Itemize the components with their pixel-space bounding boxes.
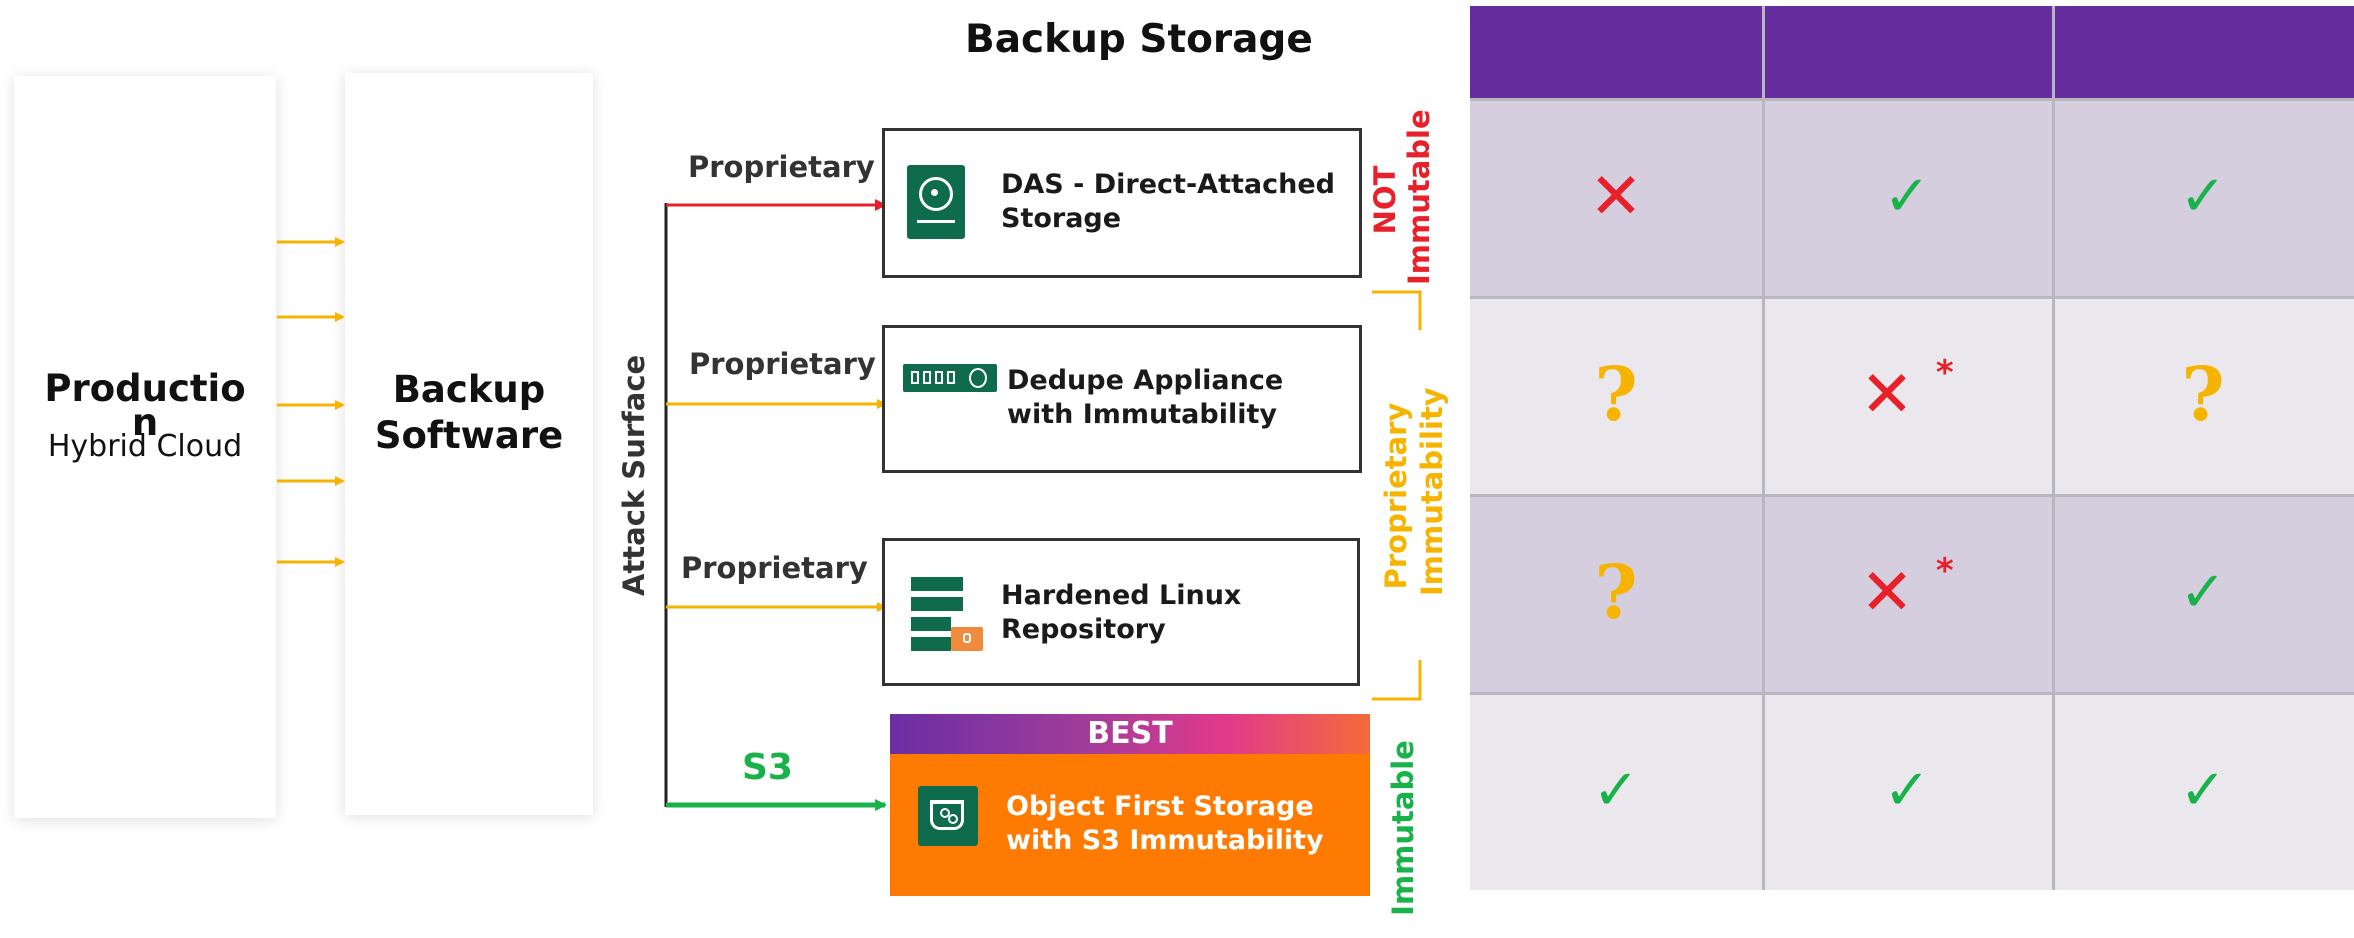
table-row — [1470, 692, 2354, 890]
column-divider — [1762, 6, 1765, 890]
row-divider — [1470, 494, 2354, 497]
row-divider — [1470, 98, 2354, 101]
bucket-icon — [918, 786, 978, 846]
storage-box-linux: Hardened Linux Repository — [882, 538, 1360, 686]
connection-label-linux: Proprietary — [681, 551, 868, 585]
table-cell: ? — [1470, 494, 1762, 692]
table-cell: ✓ — [2052, 692, 2354, 890]
connection-label-s3: S3 — [742, 747, 793, 788]
proprietary-immutability-label: Proprietary Immutability — [1379, 387, 1449, 596]
checkmark-icon: ✓ — [2179, 164, 2227, 229]
row-divider — [1470, 692, 2354, 695]
storage-label-das: DAS - Direct-Attached Storage — [1001, 169, 1335, 234]
checkmark-icon: ✓ — [2179, 560, 2227, 625]
comparison-table: ✕✓✓?✕*??✕*✓✓✓✓ — [1470, 6, 2354, 890]
table-cell: ? — [1470, 296, 1762, 494]
attack-surface-label: Attack Surface — [617, 354, 651, 596]
bracket-top — [1372, 290, 1422, 330]
checkmark-icon: ✓ — [2179, 758, 2227, 823]
table-cell: ✓ — [2052, 494, 2354, 692]
connection-label-das: Proprietary — [688, 150, 875, 184]
best-badge: BEST — [890, 714, 1370, 754]
x-mark-icon: ✕ — [1860, 358, 1914, 432]
backup-storage-title: Backup Storage — [965, 17, 1313, 62]
asterisk-note: * — [1935, 551, 1954, 591]
appliance-icon — [903, 364, 997, 392]
column-divider — [2052, 6, 2055, 890]
table-header — [1470, 6, 2354, 98]
question-mark-icon: ? — [1594, 352, 1638, 438]
bracket-bottom — [1372, 660, 1422, 701]
table-row — [1470, 494, 2354, 692]
server-lock-icon — [911, 577, 983, 651]
checkmark-icon: ✓ — [1883, 758, 1931, 823]
storage-box-dedupe: Dedupe Appliance with Immutability — [882, 325, 1362, 473]
question-mark-icon: ? — [1594, 550, 1638, 636]
table-cell: ? — [2052, 296, 2354, 494]
immutable-label: Immutable — [1386, 740, 1420, 916]
connection-label-dedupe: Proprietary — [689, 347, 876, 381]
table-cell: ✓ — [1762, 98, 2052, 296]
table-cell: ✓ — [2052, 98, 2354, 296]
table-cell: ✕* — [1762, 296, 2052, 494]
x-mark-icon: ✕ — [1589, 160, 1643, 234]
table-cell: ✓ — [1762, 692, 2052, 890]
table-cell: ✕ — [1470, 98, 1762, 296]
production-subtitle: Hybrid Cloud — [47, 429, 243, 464]
backup-software-card: Backup Software — [345, 73, 593, 815]
not-immutable-label: NOT Immutable — [1368, 109, 1436, 285]
checkmark-icon: ✓ — [1883, 164, 1931, 229]
storage-box-das: DAS - Direct-Attached Storage — [882, 128, 1362, 278]
storage-label-dedupe: Dedupe Appliance with Immutability — [1007, 365, 1284, 430]
row-divider — [1470, 296, 2354, 299]
table-row — [1470, 296, 2354, 494]
asterisk-note: * — [1935, 353, 1954, 393]
production-title: Productio n — [44, 367, 246, 444]
table-cell: ✓ — [1470, 692, 1762, 890]
question-mark-icon: ? — [2181, 352, 2225, 438]
checkmark-icon: ✓ — [1592, 758, 1640, 823]
table-cell: ✕* — [1762, 494, 2052, 692]
table-row — [1470, 98, 2354, 296]
storage-label-linux: Hardened Linux Repository — [1001, 580, 1242, 645]
backup-software-title: Backup Software — [374, 368, 564, 457]
x-mark-icon: ✕ — [1860, 556, 1914, 630]
storage-label-object-first: Object First Storage with S3 Immutabilit… — [1006, 791, 1324, 856]
connector-lines — [277, 199, 1422, 811]
disk-drive-icon — [907, 165, 965, 239]
storage-box-object-first: BEST Object First Storage with S3 Immuta… — [890, 714, 1370, 896]
production-card: Productio n Hybrid Cloud — [14, 76, 276, 818]
